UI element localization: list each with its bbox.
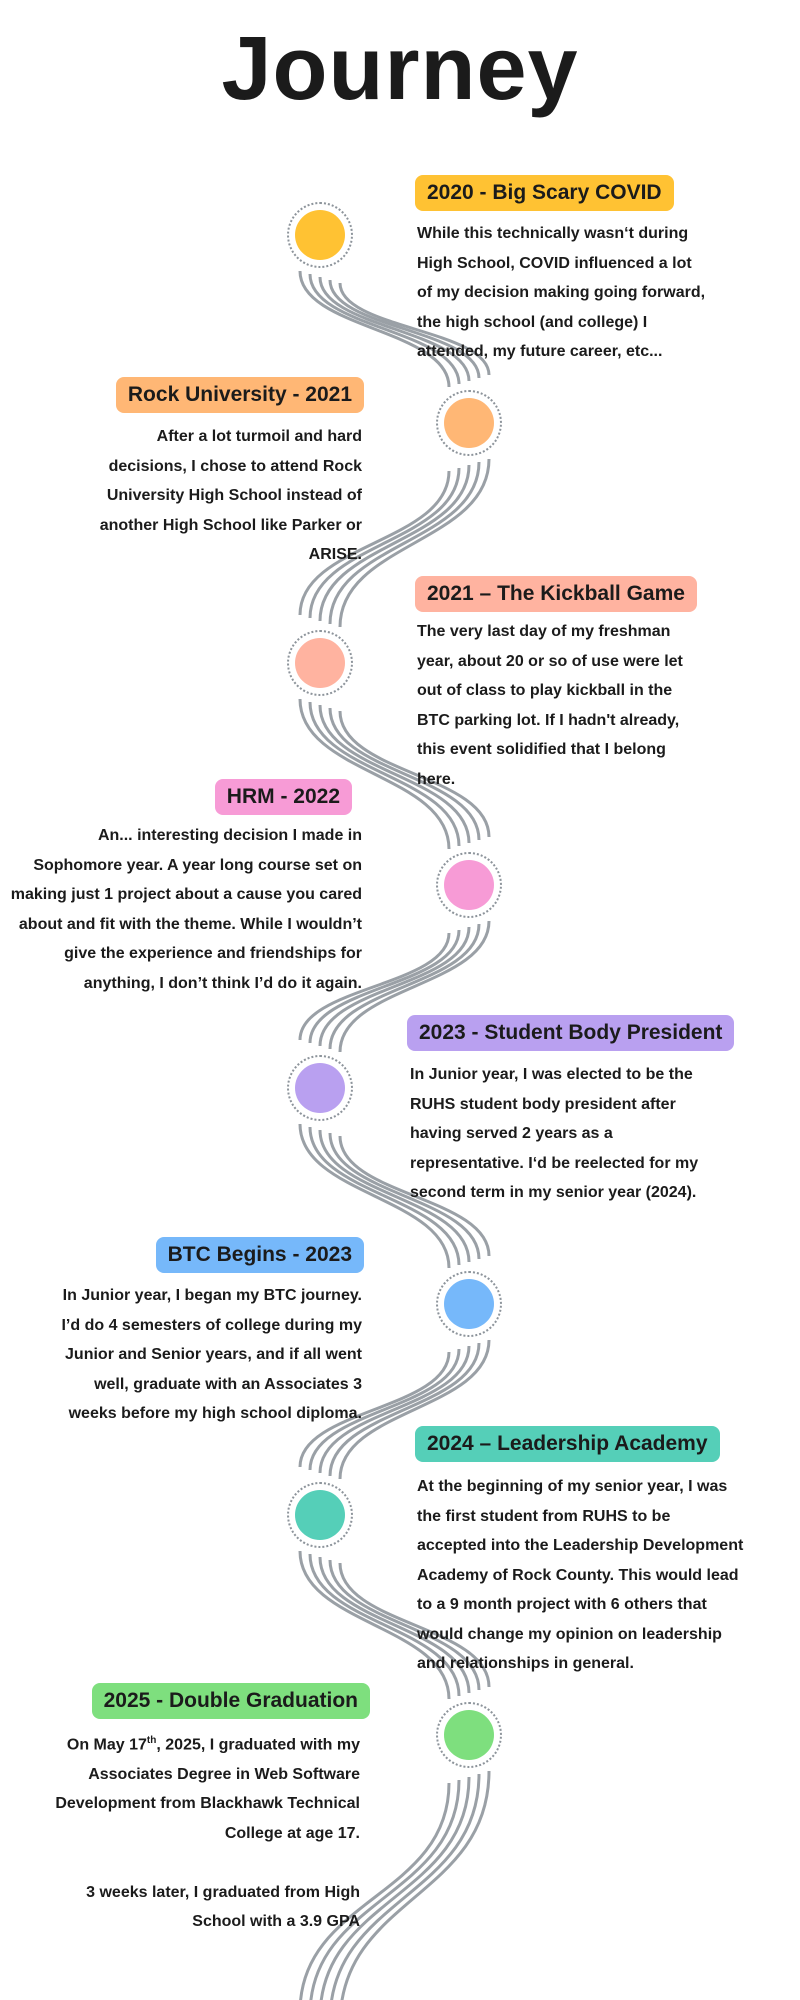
wave-strand: [319, 1776, 471, 2000]
node-dot: [444, 1279, 494, 1329]
wave-strand: [338, 1339, 491, 1480]
event-description: While this technically wasn‘t during Hig…: [417, 225, 706, 360]
event-description: After a lot turmoil and hard decisions, …: [99, 428, 362, 563]
node-dot: [295, 1063, 345, 1113]
event-title: 2021 – The Kickball Game: [415, 576, 697, 612]
event-description: The very last day of my freshman year, a…: [417, 623, 683, 788]
timeline-node: [436, 852, 502, 918]
event-description: An... interesting decision I made in Sop…: [10, 827, 362, 992]
wave-strand: [328, 1559, 481, 1691]
timeline-node: [287, 1482, 353, 1548]
event-title: BTC Begins - 2023: [155, 1237, 364, 1273]
wave-strand: [309, 1779, 461, 2000]
event-title: 2024 – Leadership Academy: [415, 1426, 720, 1462]
event-title: Rock University - 2021: [115, 377, 364, 413]
timeline-node: [436, 1271, 502, 1337]
wave-strand: [328, 923, 481, 1050]
wave-strand: [330, 1773, 481, 2000]
wave-strand: [338, 458, 491, 628]
wave-strand: [308, 1348, 461, 1471]
wave-strand: [318, 276, 471, 382]
wave-strand: [328, 707, 481, 841]
wave-strand: [308, 1126, 461, 1266]
event-title: 2023 - Student Body President: [407, 1015, 735, 1051]
timeline-node: [287, 1055, 353, 1121]
timeline-node: [287, 630, 353, 696]
wave-strand: [318, 1129, 471, 1263]
event-description: In Junior year, I began my BTC journey. …: [61, 1287, 362, 1422]
wave-strand: [328, 461, 481, 625]
wave-strand: [298, 270, 451, 388]
wave-strand: [318, 704, 471, 844]
wave-strand: [299, 1782, 451, 2000]
page-title: Journey: [221, 19, 579, 119]
node-dot: [295, 1490, 345, 1540]
ordinal-suffix: th: [146, 1735, 157, 1746]
event-title: 2020 - Big Scary COVID: [415, 175, 674, 211]
wave-strand: [328, 1132, 481, 1260]
node-dot: [295, 638, 345, 688]
node-dot: [444, 860, 494, 910]
wave-strand: [308, 1553, 461, 1697]
node-dot: [444, 398, 494, 448]
wave-strand: [318, 1345, 471, 1474]
wave-strand: [318, 926, 471, 1047]
wave-strand: [318, 464, 471, 622]
event-description: At the beginning of my senior year, I wa…: [417, 1478, 744, 1672]
wave-strand: [298, 932, 451, 1041]
wave-strand: [340, 1770, 491, 2000]
wave-strand: [308, 467, 461, 619]
wave-strand: [298, 1351, 451, 1468]
event-description: On May 17th, 2025, I graduated with my A…: [55, 1726, 360, 1937]
event-title: HRM - 2022: [214, 779, 352, 815]
wave-strand: [338, 1135, 491, 1257]
timeline-node: [436, 390, 502, 456]
event-description: In Junior year, I was elected to be the …: [410, 1066, 699, 1201]
wave-strand: [298, 698, 451, 850]
wave-strand: [338, 710, 491, 838]
wave-strand: [308, 273, 461, 385]
wave-strand: [338, 920, 491, 1053]
wave-strand: [298, 470, 451, 616]
wave-strand: [298, 1550, 451, 1700]
wave-strand: [308, 701, 461, 847]
wave-strand: [298, 1123, 451, 1269]
wave-strand: [338, 1562, 491, 1688]
node-dot: [295, 210, 345, 260]
description-part: , 2025, I graduated with my Associates D…: [55, 1736, 360, 1931]
wave-strand: [308, 929, 461, 1044]
wave-strand: [318, 1556, 471, 1694]
node-dot: [444, 1710, 494, 1760]
timeline-node: [436, 1702, 502, 1768]
description-part: On May 17: [66, 1736, 147, 1754]
wave-strand: [328, 279, 481, 379]
timeline-node: [287, 202, 353, 268]
wave-strand: [328, 1342, 481, 1477]
event-title: 2025 - Double Graduation: [91, 1683, 370, 1719]
wave-strand: [338, 282, 491, 376]
